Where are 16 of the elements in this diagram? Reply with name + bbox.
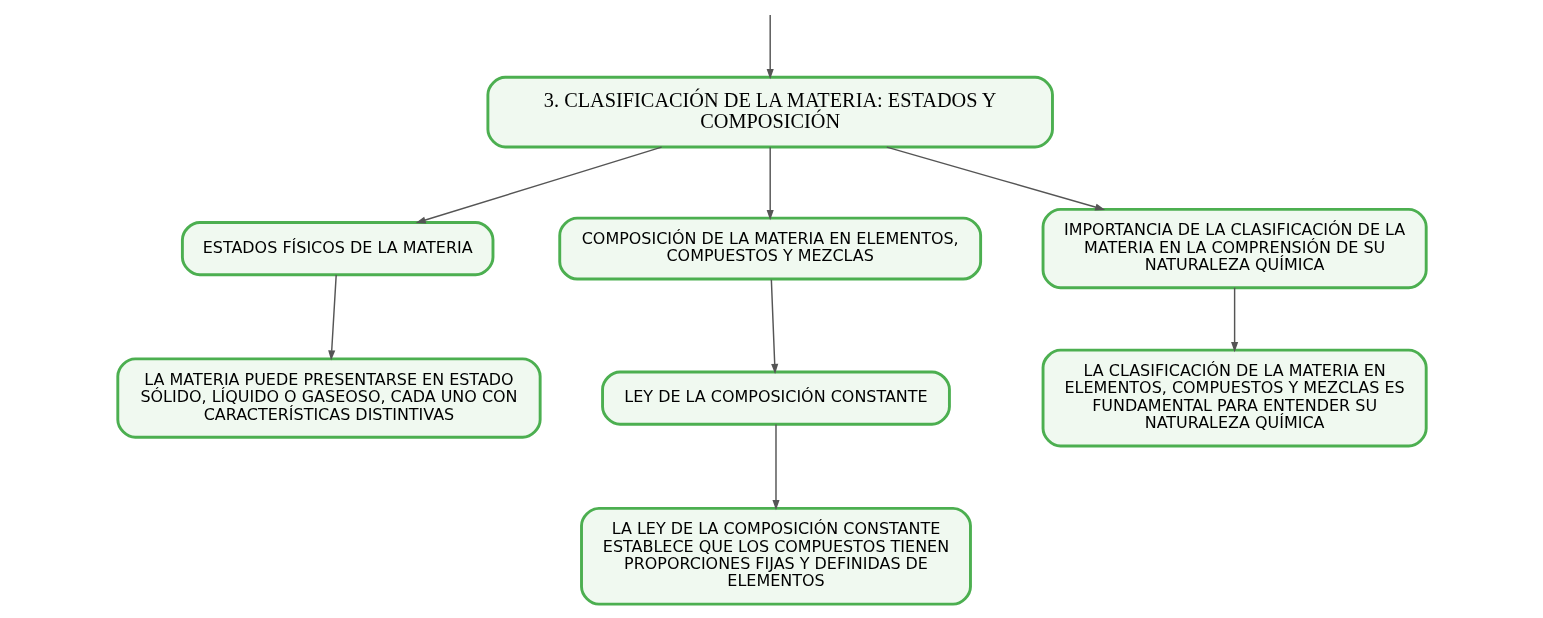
arrow xyxy=(1230,287,1238,353)
arrow xyxy=(766,14,774,80)
node-box: COMPOSICIÓN DE LA MATERIA EN ELEMENTOS, COMPUESTOS Y MEZCLAS xyxy=(557,216,982,281)
arrow xyxy=(770,278,778,375)
node-box: LA CLASIFICACIÓN DE LA MATERIA EN ELEMENTOS, COMPUESTOS Y MEZCLAS ES FUNDAMENTAL PARA ENTENDER SU NATURALEZA QUÍMICA xyxy=(1041,348,1428,448)
arrow xyxy=(885,146,1105,211)
arrow xyxy=(766,146,774,221)
arrow xyxy=(415,146,662,224)
node-box: ESTADOS FÍSICOS DE LA MATERIA xyxy=(180,221,494,277)
node-box: LEY DE LA COMPOSICIÓN CONSTANTE xyxy=(600,370,951,426)
node-box: LA MATERIA PUEDE PRESENTARSE EN ESTADO SÓLIDO, LÍQUIDO O GASEOSO, CADA UNO CON CARACTERÍSTICAS DISTINTIVAS xyxy=(115,357,542,439)
node-box: 3. CLASIFICACIÓN DE LA MATERIA: ESTADOS Y COMPOSICIÓN xyxy=(485,75,1054,149)
arrow xyxy=(327,274,337,361)
arrow xyxy=(771,423,780,511)
node-box: LA LEY DE LA COMPOSICIÓN CONSTANTE ESTABLECE QUE LOS COMPUESTOS TIENEN PROPORCIONES FIJAS Y DEFINIDAS DE ELEMENTOS xyxy=(579,506,972,606)
node-box: IMPORTANCIA DE LA CLASIFICACIÓN DE LA MATERIA EN LA COMPRENSIÓN DE SU NATURALEZA QUÍMICA xyxy=(1041,207,1428,290)
